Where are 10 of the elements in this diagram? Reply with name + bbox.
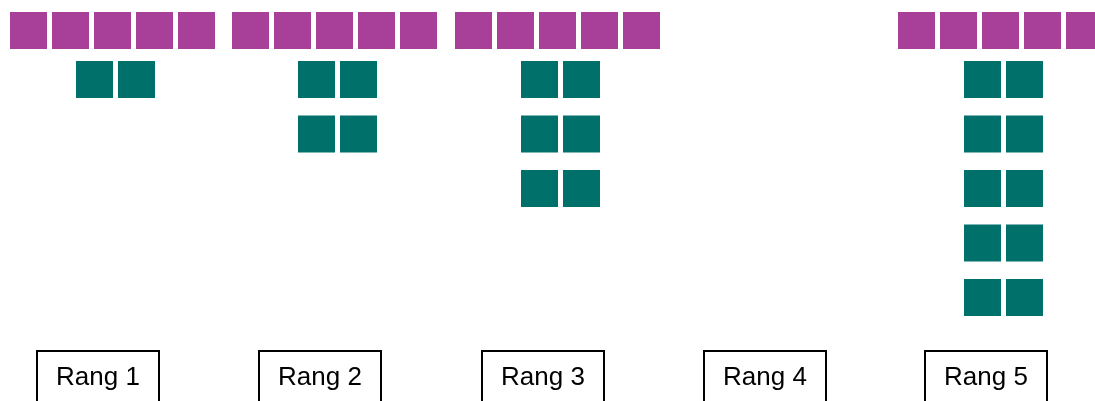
rank-label-box — [36, 350, 160, 401]
rank-label: Rang 3 — [501, 361, 585, 392]
rank-label: Rang 5 — [944, 361, 1028, 392]
rank-label: Rang 2 — [278, 361, 362, 392]
rank-label-box — [258, 350, 382, 401]
rank-label: Rang 4 — [723, 361, 807, 392]
rank-label: Rang 1 — [56, 361, 140, 392]
rank-label-box — [481, 350, 605, 401]
rank-label-box — [924, 350, 1048, 401]
rank-label-box — [703, 350, 827, 401]
